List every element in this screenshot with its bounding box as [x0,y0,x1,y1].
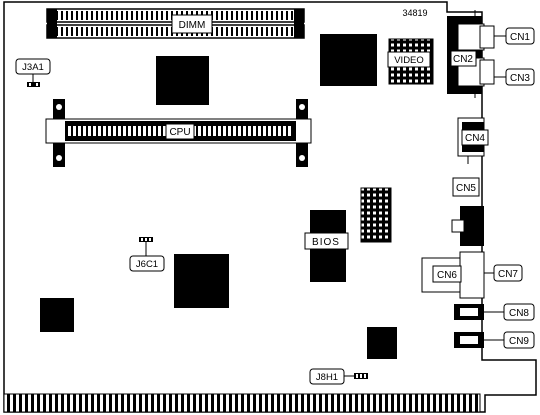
bios-label: BIOS [312,237,340,248]
cpu-slot: CPU [45,99,312,167]
chip-lower-left [40,298,74,332]
j8h1-label: J8H1 [316,372,338,383]
cn1-tag [505,27,535,45]
connector-cn4: CN4 [457,117,489,164]
connector-cn9 [454,332,504,348]
cn7-label: CN7 [498,269,518,280]
connector-block-cn1-cn3: CN2 [447,10,495,98]
connector-small-right [451,206,484,246]
jumper-j8h1: J8H1 [309,368,368,385]
cn5-label: CN5 [456,183,476,194]
cpu-label: CPU [169,127,190,138]
chip-center-right [360,187,392,243]
edge-connector [3,393,481,413]
cn4-label: CN4 [465,133,485,144]
j3a1-label: J3A1 [22,62,44,73]
cn1-label: CN1 [510,32,530,43]
figure-number: 34819 [402,8,427,18]
cn3-tag [505,68,535,86]
chip-lower-right [367,327,397,359]
cn7-tag [493,264,523,282]
cn3-label: CN3 [510,73,530,84]
dimm-slots: DIMM [46,8,305,39]
video-label: VIDEO [394,55,424,66]
jumper-j6c1: J6C1 [129,237,165,272]
dimm-label: DIMM [179,20,206,31]
connector-cn8 [454,304,504,320]
cn6-label: CN6 [437,270,457,281]
chip-upper-left [156,56,209,105]
chip-upper-middle [320,34,377,86]
video-chipset: VIDEO [387,38,434,85]
cn8-label: CN8 [509,308,529,319]
chip-lower-middle [174,254,229,308]
connector-cn5: CN5 [452,177,480,197]
j6c1-label: J6C1 [136,259,158,270]
cn9-tag [503,331,535,349]
cn9-label: CN9 [509,336,529,347]
cn8-tag [503,303,535,321]
bios-chip: BIOS [304,210,349,282]
cn2-label: CN2 [453,54,473,65]
jumper-j3a1: J3A1 [15,58,51,87]
connector-cn6: CN6 [421,251,485,299]
